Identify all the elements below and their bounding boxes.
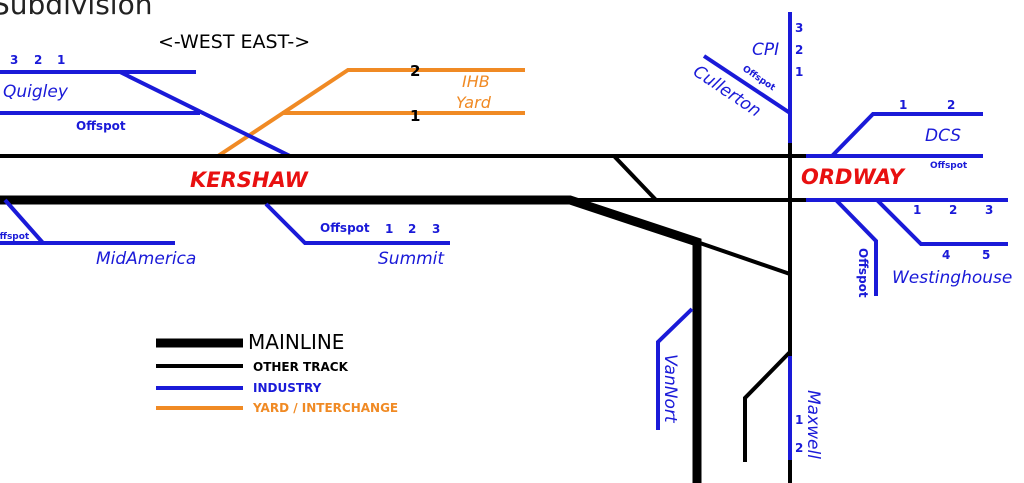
other-tracks <box>0 133 806 483</box>
westinghouse-track-lower <box>875 198 1008 246</box>
quigley-lead <box>119 70 291 158</box>
cpi-industry <box>702 12 792 143</box>
westinghouse-offspot-label: Offspot <box>856 248 870 298</box>
quigley-offspot-label: Offspot <box>76 119 126 133</box>
yard-track-2-label: 2 <box>410 62 420 80</box>
westinghouse-spot-3: 3 <box>985 203 993 217</box>
quigley-spot-1: 1 <box>57 53 65 67</box>
midamerica-industry <box>0 198 175 245</box>
westinghouse-industry <box>806 198 1008 296</box>
quigley-label: Quigley <box>3 82 69 102</box>
vannort-industry <box>656 307 694 430</box>
legend: MAINLINE OTHER TRACK INDUSTRY YARD / INT… <box>156 330 398 415</box>
yard-name-line1: IHB <box>462 72 490 91</box>
cpi-label: CPI <box>752 40 779 60</box>
town-ordway: ORDWAY <box>801 165 906 189</box>
summit-offspot-label: Offspot <box>320 221 370 235</box>
cpi-spot-1: 1 <box>795 65 803 79</box>
yard-track-1-label: 1 <box>410 107 420 125</box>
quigley-industry <box>0 70 291 158</box>
dcs-track <box>830 112 983 158</box>
ihb-yard <box>216 68 525 158</box>
westinghouse-spot-2: 2 <box>949 203 957 217</box>
westinghouse-spot-1: 1 <box>913 203 921 217</box>
vannort-track <box>656 307 694 430</box>
midamerica-offspot-label: Offspot <box>0 232 30 242</box>
summit-spot-2: 2 <box>408 222 416 236</box>
legend-label-yard: YARD / INTERCHANGE <box>252 401 398 415</box>
westinghouse-offspot-track <box>834 198 878 296</box>
mainline <box>0 195 702 483</box>
dcs-spot-1: 1 <box>899 98 907 112</box>
maxwell-spot-2: 2 <box>795 441 803 455</box>
maxwell-label: Maxwell <box>803 390 823 459</box>
summit-spot-1: 1 <box>385 222 393 236</box>
dcs-label: DCS <box>925 126 961 146</box>
dcs-industry <box>806 112 983 158</box>
cullerton-offspot-label: Offspot <box>740 64 777 93</box>
cpi-spot-2: 2 <box>795 43 803 57</box>
cpi-spot-3: 3 <box>795 21 803 35</box>
yard-name-line2: Yard <box>456 93 492 112</box>
westinghouse-label: Westinghouse <box>892 268 1012 288</box>
vannort-label: VanNort <box>660 354 680 424</box>
mainline-track <box>0 195 702 483</box>
dcs-offspot-label: Offspot <box>930 161 968 171</box>
legend-label-industry: INDUSTRY <box>253 381 322 395</box>
westinghouse-spot-5: 5 <box>982 248 990 262</box>
quigley-spot-3: 3 <box>10 53 18 67</box>
cullerton-track <box>702 54 792 115</box>
maxwell-spot-1: 1 <box>795 413 803 427</box>
dcs-spot-2: 2 <box>947 98 955 112</box>
summit-industry <box>264 202 450 245</box>
quigley-spot-2: 2 <box>34 53 42 67</box>
yard-track-2 <box>216 68 525 158</box>
summit-track <box>264 202 450 245</box>
diagram-title: Subdivision <box>0 0 152 21</box>
connector-track <box>696 240 791 276</box>
town-kershaw: KERSHAW <box>190 168 309 192</box>
legend-label-other-track: OTHER TRACK <box>253 360 349 374</box>
midamerica-track <box>3 198 175 245</box>
siding-crossover <box>612 154 658 202</box>
maxwell-lead <box>743 350 792 462</box>
midamerica-label: MidAmerica <box>96 249 196 269</box>
summit-spot-3: 3 <box>432 222 440 236</box>
direction-label: <-WEST EAST-> <box>158 31 310 53</box>
westinghouse-spot-4: 4 <box>942 248 950 262</box>
legend-label-mainline: MAINLINE <box>248 330 344 354</box>
summit-label: Summit <box>378 249 445 269</box>
